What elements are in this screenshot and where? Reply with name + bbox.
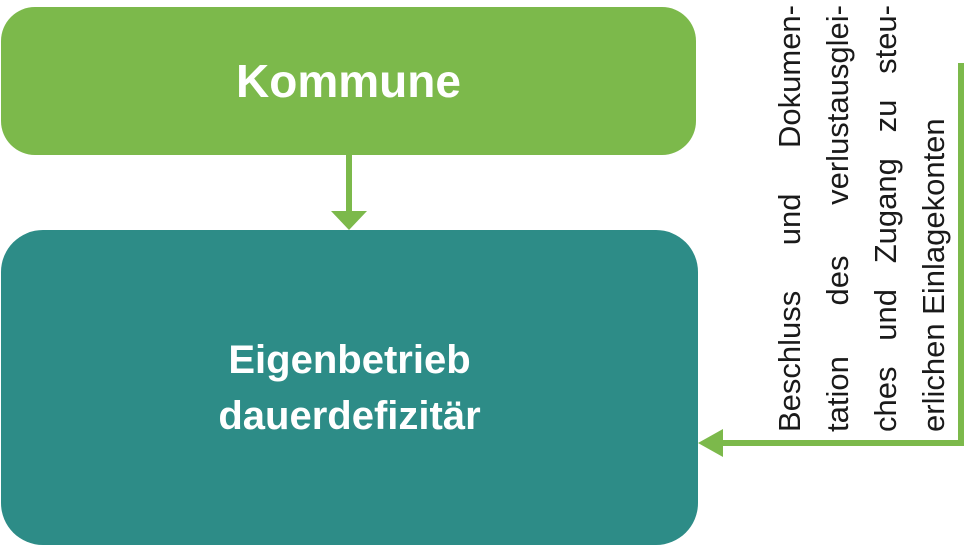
node-eigenbetrieb: Eigenbetrieb dauerdefizitär	[1, 230, 698, 545]
node-eigenbetrieb-label-line2: dauerdefizitär	[218, 393, 481, 438]
node-kommune: Kommune	[1, 7, 696, 155]
arrow-down-head	[331, 211, 367, 230]
node-eigenbetrieb-label-line1: Eigenbetrieb	[228, 337, 471, 382]
annotation-line-3: ches und Zugang zu steu-	[868, 5, 903, 432]
annotation-rotated-text: Beschluss und Dokumen- tation des verlus…	[766, 5, 958, 432]
annotation-line-1: Beschluss und Dokumen-	[772, 5, 807, 432]
annotation-line-4: erlichen Einlagekonten	[916, 118, 951, 432]
annotation-line-2: tation des verlustausglei-	[820, 5, 855, 432]
node-kommune-label: Kommune	[236, 55, 461, 107]
arrow-down-icon	[331, 155, 367, 230]
arrow-elbow-head	[698, 429, 723, 457]
